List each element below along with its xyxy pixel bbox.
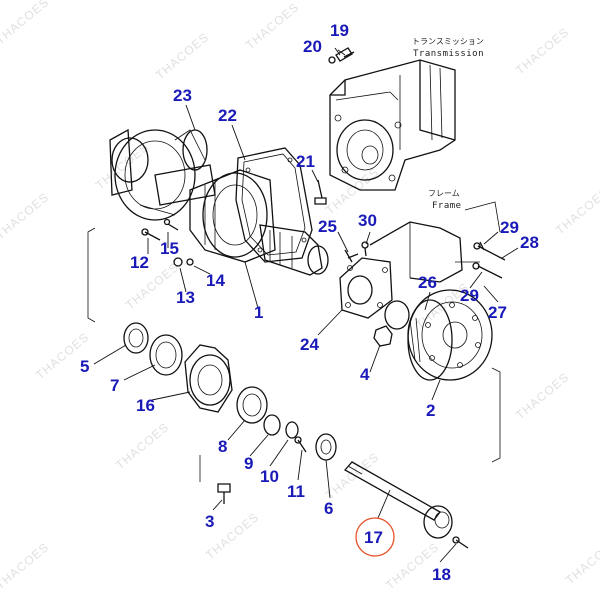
watermark-text: THACOES [513, 370, 572, 423]
part-number-23[interactable]: 23 [173, 86, 192, 105]
bolt [328, 47, 355, 64]
washer [173, 257, 183, 267]
part-number-7[interactable]: 7 [110, 376, 119, 395]
part-number-17[interactable]: 17 [364, 528, 383, 547]
lock-washer [285, 421, 299, 439]
bolt [217, 483, 231, 504]
part-number-19[interactable]: 19 [330, 21, 349, 40]
part-number-10[interactable]: 10 [260, 467, 279, 486]
bolt [141, 228, 161, 241]
part-number-12[interactable]: 12 [130, 253, 149, 272]
part-number-28[interactable]: 28 [520, 233, 539, 252]
bevel-gear-assembly [109, 128, 216, 221]
part-number-9[interactable]: 9 [244, 454, 253, 473]
frame-outline [369, 201, 501, 283]
part-number-15[interactable]: 15 [160, 239, 179, 258]
transmission-housing [329, 59, 456, 191]
watermark-text: THACOES [563, 535, 600, 588]
part-number-20[interactable]: 20 [303, 37, 322, 56]
axle-seal [315, 433, 337, 461]
part-number-26[interactable]: 26 [418, 273, 437, 292]
caption-frame-jp: フレーム [428, 189, 460, 198]
bolt [163, 218, 179, 231]
bolt [452, 536, 469, 549]
watermark-text: THACOES [0, 0, 52, 47]
part-number-30[interactable]: 30 [358, 211, 377, 230]
bracket-line [491, 367, 501, 463]
part-number-18[interactable]: 18 [432, 565, 451, 584]
watermark-text: THACOES [243, 0, 302, 52]
part-number-16[interactable]: 16 [136, 396, 155, 415]
gasket [235, 147, 313, 263]
watermark-text: THACOES [153, 30, 212, 83]
part-number-13[interactable]: 13 [176, 288, 195, 307]
caption-transmission-jp: トランスミッション [412, 37, 484, 46]
seal-ring [384, 300, 410, 330]
watermark-text: THACOES [553, 185, 600, 238]
part-number-11[interactable]: 11 [287, 482, 305, 501]
part-number-1[interactable]: 1 [254, 303, 263, 322]
axle-housing [189, 169, 329, 276]
hex-nut [373, 325, 393, 347]
dowel-pin [314, 179, 327, 205]
spacer [263, 414, 281, 436]
leader-lines [93, 47, 519, 563]
wheel-hub [407, 289, 493, 381]
axle-shaft [343, 461, 453, 539]
part-number-24[interactable]: 24 [300, 335, 319, 354]
caption-frame-en: Frame [432, 201, 462, 211]
watermark-text: THACOES [113, 420, 172, 473]
watermark-text: THACOES [513, 25, 572, 78]
bearing [149, 334, 183, 376]
part-number-8[interactable]: 8 [218, 437, 227, 456]
part-number-27[interactable]: 27 [488, 303, 507, 322]
part-labels: 19 20 23 22 21 25 30 29 28 26 29 27 12 1… [80, 21, 539, 584]
bolt [473, 241, 506, 261]
oil-seal [123, 322, 149, 354]
part-number-21[interactable]: 21 [296, 152, 315, 171]
hub-carrier [184, 344, 233, 413]
part-number-22[interactable]: 22 [218, 106, 237, 125]
bracket [339, 257, 393, 319]
washer [186, 258, 194, 266]
part-number-3[interactable]: 3 [205, 512, 214, 531]
bolt [472, 262, 503, 279]
watermark-text: THACOES [93, 140, 152, 193]
grease-fitting [344, 241, 369, 263]
bracket-line [87, 227, 96, 323]
part-number-29[interactable]: 29 [500, 218, 519, 237]
caption-transmission-en: Transmission [413, 49, 484, 59]
bearing [236, 386, 268, 424]
part-number-5[interactable]: 5 [80, 357, 89, 376]
part-number-6[interactable]: 6 [324, 499, 333, 518]
highlight-circle [355, 517, 395, 557]
part-number-29[interactable]: 29 [460, 286, 479, 305]
part-number-25[interactable]: 25 [318, 217, 337, 236]
caption-frame: フレーム Frame [428, 189, 462, 211]
watermark-text: THACOES [0, 190, 52, 243]
caption-transmission: トランスミッション Transmission [412, 37, 484, 59]
part-number-2[interactable]: 2 [426, 401, 435, 420]
watermark-text: THACOES [323, 165, 382, 218]
watermark-text: THACOES [0, 540, 52, 593]
part-number-4[interactable]: 4 [360, 365, 370, 384]
part-number-14[interactable]: 14 [206, 271, 225, 290]
screw [294, 436, 307, 453]
